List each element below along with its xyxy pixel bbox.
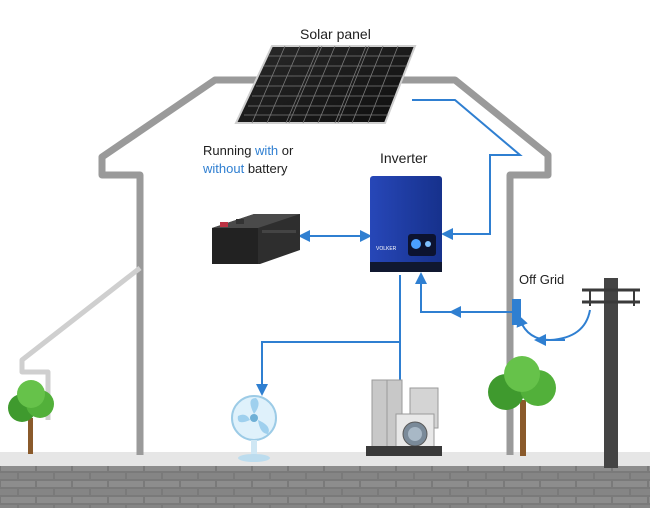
off-grid-label: Off Grid xyxy=(519,272,565,287)
battery-note: Running with or without battery xyxy=(203,142,293,178)
power-pole-icon xyxy=(582,278,640,468)
appliances-icon xyxy=(366,379,442,456)
grid-meter-icon xyxy=(512,299,521,325)
battery-note-or: or xyxy=(278,143,294,158)
inverter-label: Inverter xyxy=(380,150,428,166)
fan-icon xyxy=(231,395,277,462)
house-outline xyxy=(19,76,552,455)
brick-wall xyxy=(0,452,650,508)
tree-icon xyxy=(488,356,556,456)
battery-note-battery: battery xyxy=(244,161,288,176)
battery-note-running: Running xyxy=(203,143,256,158)
inverter-icon: VOLKER xyxy=(370,176,442,272)
battery-icon xyxy=(212,214,300,264)
inverter-brand-label: VOLKER xyxy=(376,246,397,252)
battery-note-with: with xyxy=(255,143,279,158)
solar-panel-icon xyxy=(234,45,417,124)
battery-note-without: without xyxy=(203,161,245,176)
tree-icon xyxy=(8,380,54,454)
solar-panel-label: Solar panel xyxy=(300,26,371,42)
